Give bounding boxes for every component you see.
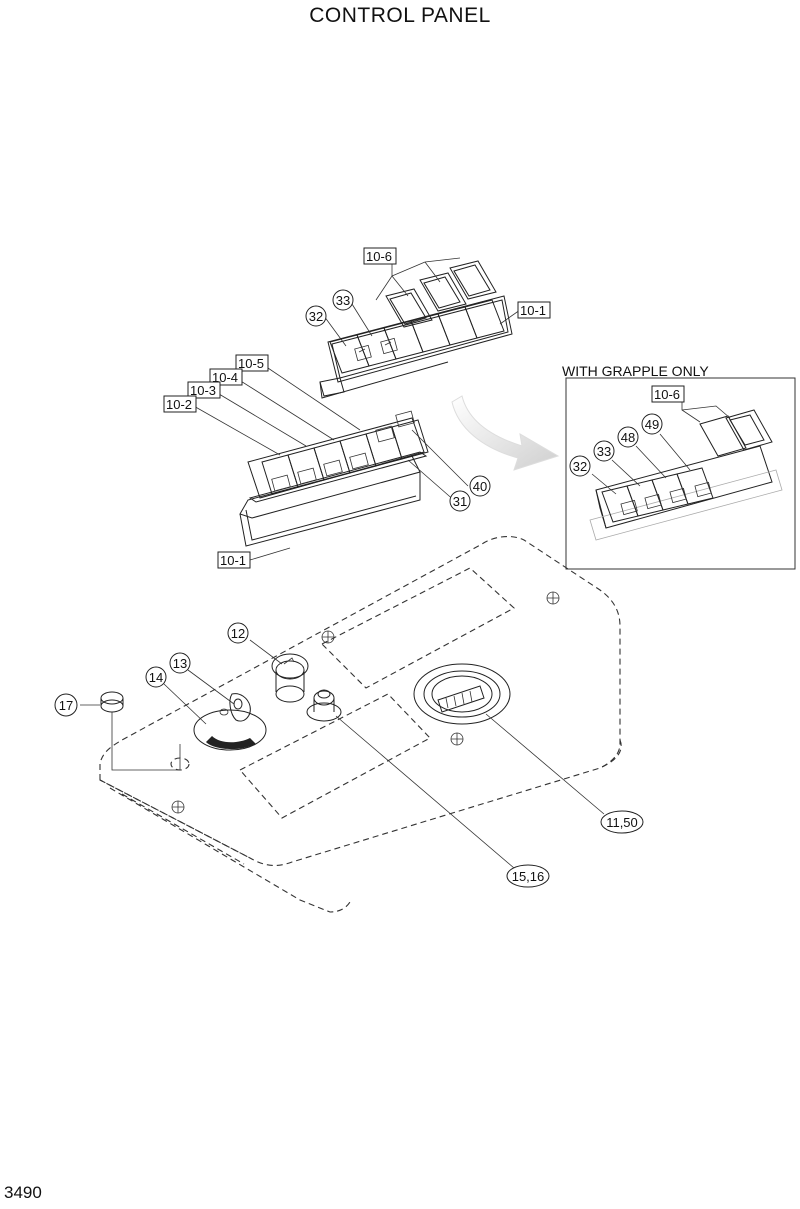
callout-17: 17 <box>54 693 78 717</box>
svg-text:10-5: 10-5 <box>238 356 264 371</box>
lower-switch-panel <box>191 363 469 561</box>
callout-14: 14 <box>145 666 167 688</box>
callout-10-1-top: 10-1 <box>517 301 551 319</box>
svg-text:10-4: 10-4 <box>212 370 238 385</box>
svg-text:15,16: 15,16 <box>512 869 545 884</box>
svg-text:32: 32 <box>309 309 323 324</box>
plug-17 <box>100 691 181 771</box>
svg-text:40: 40 <box>473 479 487 494</box>
transition-arrow <box>451 395 560 471</box>
callout-49: 49 <box>641 413 663 435</box>
svg-text:48: 48 <box>621 430 635 445</box>
svg-text:31: 31 <box>453 494 467 509</box>
callout-33-inset: 33 <box>593 440 615 462</box>
svg-text:33: 33 <box>597 444 611 459</box>
console-housing <box>99 535 622 913</box>
svg-text:33: 33 <box>336 293 350 308</box>
callout-33-top: 33 <box>332 289 354 311</box>
hour-meter-gauge <box>413 663 511 725</box>
callout-12: 12 <box>227 622 249 644</box>
svg-text:14: 14 <box>149 670 163 685</box>
knob-12 <box>271 653 309 703</box>
upper-switch-panel <box>319 257 521 399</box>
grapple-inset: WITH GRAPPLE ONLY <box>562 363 796 570</box>
knob-15-16 <box>306 689 342 722</box>
callout-13: 13 <box>169 652 191 674</box>
upper-switch-windows <box>329 260 505 374</box>
svg-text:10-1: 10-1 <box>220 553 246 568</box>
callout-31: 31 <box>449 490 471 512</box>
lower-switch-windows <box>261 410 429 495</box>
callout-32-top: 32 <box>305 305 327 327</box>
svg-text:12: 12 <box>231 626 245 641</box>
callout-10-2: 10-2 <box>163 395 197 413</box>
callout-10-3: 10-3 <box>187 381 221 399</box>
svg-text:10-6: 10-6 <box>654 387 680 402</box>
svg-text:10-6: 10-6 <box>366 249 392 264</box>
callout-15-16: 15,16 <box>506 864 550 888</box>
callout-10-6-inset: 10-6 <box>651 385 685 403</box>
page-title: CONTROL PANEL <box>309 4 491 27</box>
svg-text:10-3: 10-3 <box>190 383 216 398</box>
page-number: 3490 <box>4 1183 42 1202</box>
callout-10-6-top: 10-6 <box>363 247 397 265</box>
callout-40: 40 <box>469 475 491 497</box>
callout-11-50: 11,50 <box>600 810 644 834</box>
svg-text:17: 17 <box>59 698 73 713</box>
inset-caption: WITH GRAPPLE ONLY <box>562 363 709 379</box>
callout-10-1-bottom: 10-1 <box>217 551 251 569</box>
svg-text:11,50: 11,50 <box>606 815 638 830</box>
callout-48: 48 <box>617 426 639 448</box>
svg-text:13: 13 <box>173 656 187 671</box>
svg-text:10-2: 10-2 <box>166 397 192 412</box>
callout-10-5: 10-5 <box>235 354 269 372</box>
callout-10-4: 10-4 <box>209 368 243 386</box>
callout-32-inset: 32 <box>569 455 591 477</box>
svg-text:49: 49 <box>645 417 659 432</box>
screw-symbols <box>171 591 560 814</box>
svg-text:32: 32 <box>573 459 587 474</box>
svg-text:10-1: 10-1 <box>520 303 546 318</box>
key-switch <box>193 693 267 751</box>
